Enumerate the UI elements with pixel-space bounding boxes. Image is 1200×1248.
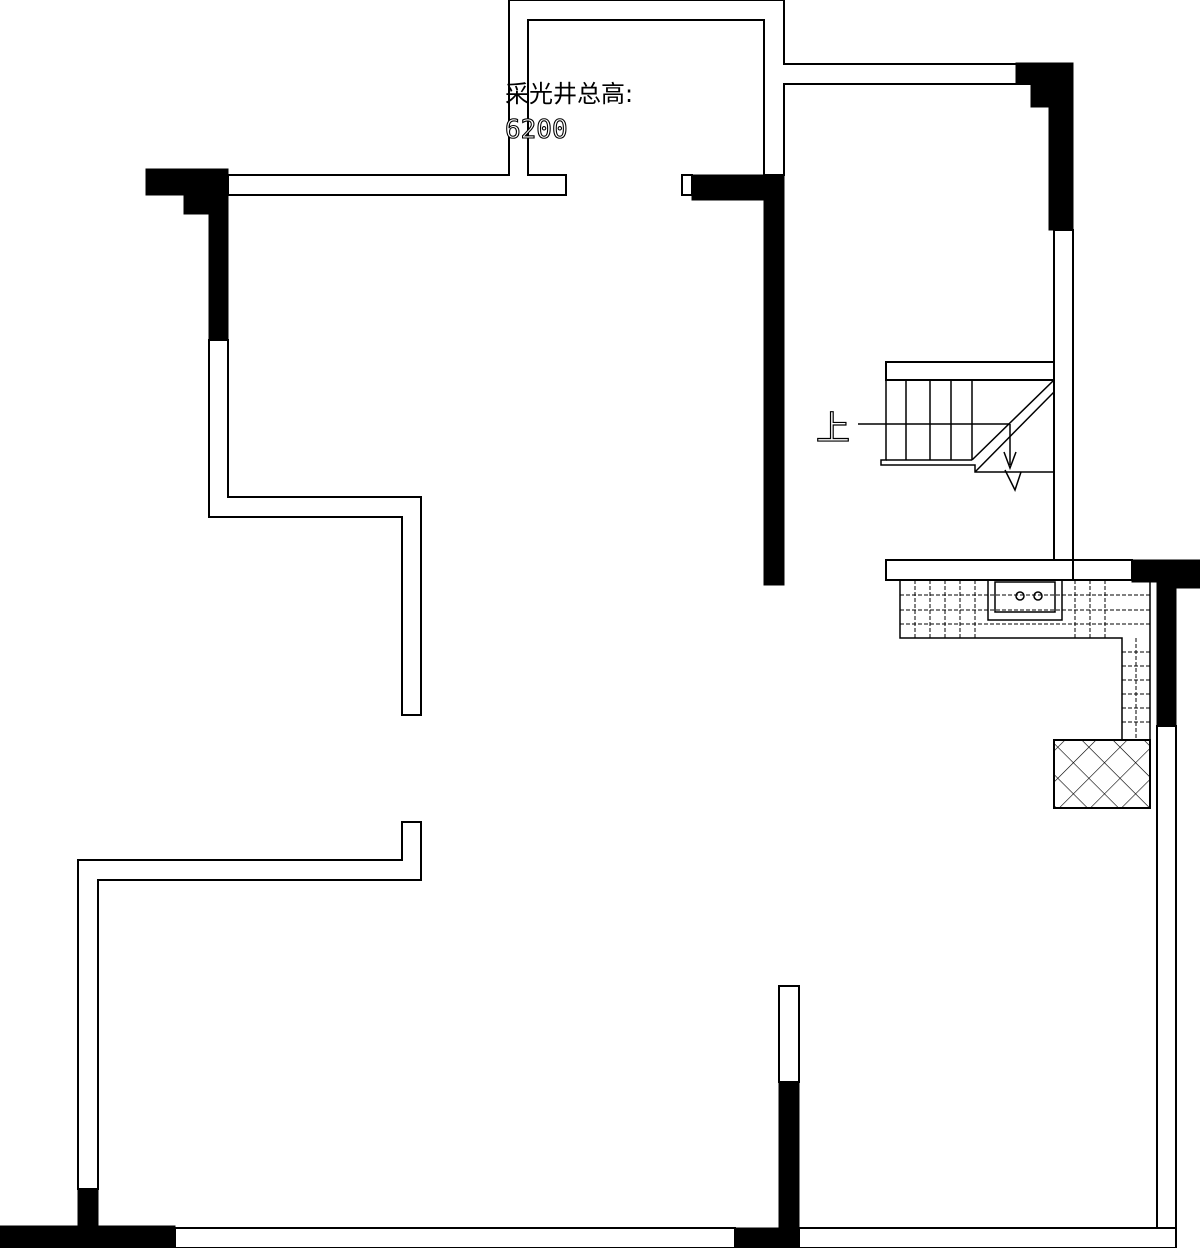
kitchen-counter xyxy=(899,579,1151,741)
hatched-cabinet xyxy=(1053,739,1151,809)
interior-walls xyxy=(77,229,1177,1248)
staircase xyxy=(858,379,1055,492)
structural-columns xyxy=(0,62,1200,1248)
stairs-up-label: 上 xyxy=(816,409,850,449)
lightwell-height: 6200 xyxy=(505,115,568,145)
lightwell-label: 采光井总高: xyxy=(505,80,633,108)
